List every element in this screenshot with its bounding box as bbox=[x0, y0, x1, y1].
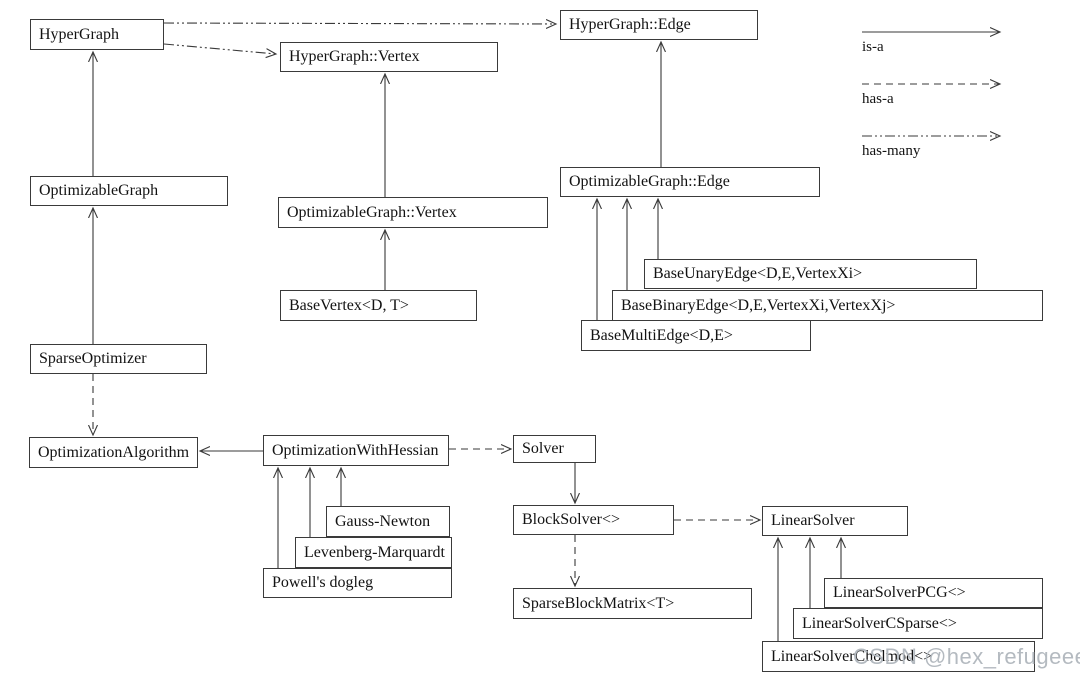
class-box-powells-dogleg: Powell's dogleg bbox=[263, 568, 452, 598]
class-box-hypergraph: HyperGraph bbox=[30, 19, 164, 50]
class-box-linearsolverpcg: LinearSolverPCG<> bbox=[824, 578, 1043, 608]
class-box-hypergraph-vertex: HyperGraph::Vertex bbox=[280, 42, 498, 72]
legend-label-is-a: is-a bbox=[862, 39, 884, 55]
class-box-hypergraph-edge: HyperGraph::Edge bbox=[560, 10, 758, 40]
class-box-gauss-newton: Gauss-Newton bbox=[326, 506, 450, 537]
class-box-optimizablegraph-edge: OptimizableGraph::Edge bbox=[560, 167, 820, 197]
legend-label-has-many: has-many bbox=[862, 143, 921, 159]
legend-label-has-a: has-a bbox=[862, 91, 894, 107]
class-box-linearsolver: LinearSolver bbox=[762, 506, 908, 536]
watermark: CSDN @hex_refugeeeee bbox=[853, 644, 1080, 669]
class-box-optimizationwithhessian: OptimizationWithHessian bbox=[263, 435, 449, 466]
class-box-linearsolvercsparse: LinearSolverCSparse<> bbox=[793, 608, 1043, 639]
class-box-optimizationalgorithm: OptimizationAlgorithm bbox=[29, 437, 198, 468]
class-box-sparseoptimizer: SparseOptimizer bbox=[30, 344, 207, 374]
class-box-solver: Solver bbox=[513, 435, 596, 463]
class-box-levenberg-marquardt: Levenberg-Marquardt bbox=[295, 537, 452, 568]
class-box-optimizablegraph: OptimizableGraph bbox=[30, 176, 228, 206]
class-box-basemultiedge: BaseMultiEdge<D,E> bbox=[581, 320, 811, 351]
class-box-blocksolver: BlockSolver<> bbox=[513, 505, 674, 535]
class-box-optimizablegraph-vertex: OptimizableGraph::Vertex bbox=[278, 197, 548, 228]
class-box-baseunaryedge: BaseUnaryEdge<D,E,VertexXi> bbox=[644, 259, 977, 289]
class-box-sparseblockmatrix: SparseBlockMatrix<T> bbox=[513, 588, 752, 619]
class-box-basebinaryedge: BaseBinaryEdge<D,E,VertexXi,VertexXj> bbox=[612, 290, 1043, 321]
class-box-basevertex: BaseVertex<D, T> bbox=[280, 290, 477, 321]
class-box-linearsolvercholmod: LinearSolverCholmod<> bbox=[762, 641, 1035, 672]
